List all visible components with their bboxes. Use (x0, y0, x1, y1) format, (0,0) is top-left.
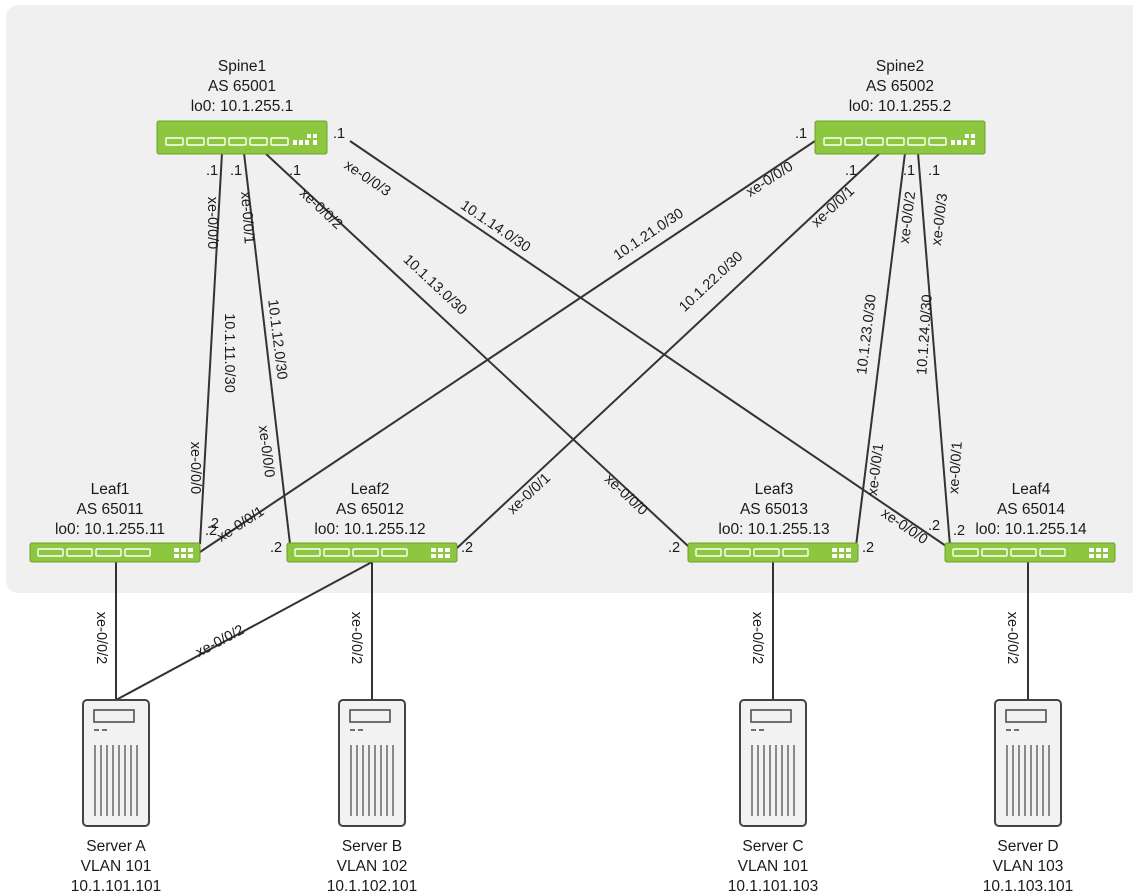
port-leaf2-servera: xe-0/0/2 (193, 622, 247, 661)
link-spine1-leaf2 (243, 152, 291, 545)
subnet-s1l1: 10.1.11.0/30 (221, 313, 237, 393)
spine1-name: Spine1 (218, 58, 266, 75)
fabric-panel (6, 5, 1133, 593)
port-s1l1-spine: xe-0/0/0 (204, 197, 220, 249)
link-spine2-leaf2 (455, 152, 881, 550)
link-spine1-leaf3 (264, 152, 689, 547)
leaf1-lo0: lo0: 10.1.255.11 (55, 521, 165, 538)
server-d-ip: 10.1.103.101 (983, 878, 1074, 895)
spine2-name: Spine2 (876, 58, 924, 75)
addr-spine2-l3: .1 (903, 163, 915, 179)
leaf4-lo0: lo0: 10.1.255.14 (975, 521, 1087, 538)
leaf2-lo0: lo0: 10.1.255.12 (314, 521, 425, 538)
port-s1l2-spine: xe-0/0/1 (237, 191, 257, 244)
link-spine1-leaf1 (199, 152, 223, 545)
port-s2l4-leaf: xe-0/0/1 (946, 441, 966, 494)
spine1-as: AS 65001 (208, 78, 276, 95)
spine2-switch[interactable] (814, 120, 986, 155)
addr-leaf2-s1: .2 (270, 540, 282, 556)
spine2-lo0: lo0: 10.1.255.2 (849, 98, 952, 115)
link-spine2-leaf3 (855, 152, 906, 547)
addr-spine2-l2: .1 (845, 163, 857, 179)
leaf1-name: Leaf1 (91, 481, 130, 498)
addr-leaf1-s1: .2 (205, 523, 217, 539)
leaf2-switch[interactable] (286, 542, 458, 563)
server-a-name: Server A (86, 838, 146, 855)
port-leaf1-servera: xe-0/0/2 (93, 612, 109, 664)
link-spine1-leaf4 (349, 140, 947, 547)
server-c-vlan: VLAN 101 (738, 858, 809, 875)
addr-spine1-l4: .1 (333, 126, 345, 142)
addr-leaf4-s1: .2 (928, 518, 940, 534)
spine2-as: AS 65002 (866, 78, 934, 95)
server-d-name: Server D (997, 838, 1058, 855)
link-spine2-leaf1 (199, 140, 816, 553)
port-leaf2-serverb: xe-0/0/2 (348, 612, 364, 664)
server-a-ip: 10.1.101.101 (71, 878, 162, 895)
addr-spine2-l1: .1 (795, 126, 807, 142)
leaf2-as: AS 65012 (336, 501, 404, 518)
server-b-ip: 10.1.102.101 (327, 878, 418, 895)
subnet-s2l4: 10.1.24.0/30 (914, 294, 936, 376)
leaf3-switch[interactable] (687, 542, 859, 563)
addr-leaf3-s1: .2 (668, 540, 680, 556)
server-d-icon[interactable] (994, 699, 1062, 827)
leaf1-switch[interactable] (29, 542, 201, 563)
addr-leaf4-s2: .2 (953, 523, 965, 539)
server-b-icon[interactable] (338, 699, 406, 827)
server-a-icon[interactable] (82, 699, 150, 827)
port-s2l3-leaf: xe-0/0/1 (865, 443, 887, 497)
server-a-vlan: VLAN 101 (81, 858, 152, 875)
server-b-name: Server B (342, 838, 402, 855)
server-c-ip: 10.1.101.103 (728, 878, 819, 895)
leaf3-as: AS 65013 (740, 501, 808, 518)
link-leaf2-servera (115, 561, 373, 701)
leaf4-name: Leaf4 (1012, 481, 1051, 498)
addr-leaf2-s2: .2 (461, 540, 473, 556)
addr-spine1-l1: .1 (206, 163, 218, 179)
fabric-links (199, 140, 951, 553)
addr-leaf1-s2: .2 (207, 516, 219, 532)
server-c-icon[interactable] (739, 699, 807, 827)
port-s2l4-spine: xe-0/0/3 (929, 193, 951, 247)
server-d-vlan: VLAN 103 (993, 858, 1064, 875)
spine1-lo0: lo0: 10.1.255.1 (191, 98, 294, 115)
addr-spine1-l2: .1 (230, 163, 242, 179)
leaf1-as: AS 65011 (77, 501, 144, 518)
server-c-name: Server C (742, 838, 803, 855)
port-s1l2-leaf: xe-0/0/0 (255, 425, 277, 479)
spine1-switch[interactable] (156, 120, 328, 155)
leaf4-switch[interactable] (944, 542, 1116, 563)
port-leaf3-serverc: xe-0/0/2 (749, 612, 765, 664)
addr-spine1-l3: .1 (289, 163, 301, 179)
addr-leaf3-s2: .2 (862, 540, 874, 556)
leaf3-lo0: lo0: 10.1.255.13 (718, 521, 829, 538)
port-leaf4-serverd: xe-0/0/2 (1004, 612, 1020, 664)
addr-spine2-l4: .1 (928, 163, 940, 179)
port-s1l1-leaf: xe-0/0/0 (187, 442, 203, 494)
server-links (115, 561, 1029, 701)
link-spine2-leaf4 (917, 152, 951, 547)
leaf3-name: Leaf3 (755, 481, 794, 498)
port-s2l3-spine: xe-0/0/2 (897, 191, 919, 245)
leaf2-name: Leaf2 (351, 481, 390, 498)
leaf4-as: AS 65014 (997, 501, 1065, 518)
server-b-vlan: VLAN 102 (337, 858, 408, 875)
